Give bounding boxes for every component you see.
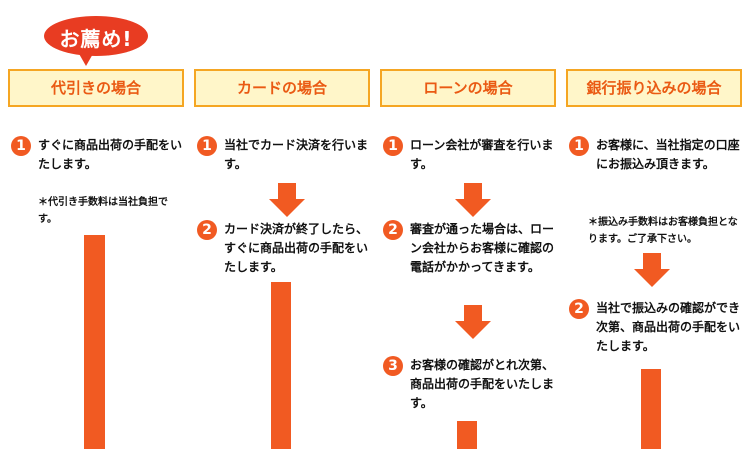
bank-fee-note: ＊振込み手数料はお客様負担となります。ご了承下さい。	[588, 217, 738, 245]
badge-label: お薦め!	[59, 27, 133, 51]
step-text: カード決済が終了したら、すぐに商品出荷の手配をいたします。	[224, 222, 369, 274]
column-cod: 代引きの場合 1 すぐに商品出荷の手配をいたします。 ＊代引き手数料は当社負担で…	[8, 69, 184, 449]
flow-arrow-down-icon	[455, 183, 491, 219]
step-number-2: 2	[197, 220, 217, 240]
column-header-loan: ローンの場合	[380, 69, 556, 107]
column-header-bank: 銀行振り込みの場合	[566, 69, 742, 107]
step-number-2: 2	[569, 299, 589, 319]
badge-tail	[78, 52, 94, 66]
step-number-3: 3	[383, 356, 403, 376]
step-text: すぐに商品出荷の手配をいたします。	[38, 138, 183, 171]
step-number-1: 1	[11, 136, 31, 156]
step-number-2: 2	[383, 220, 403, 240]
step-text: ローン会社が審査を行います。	[410, 138, 554, 171]
step-number-1: 1	[197, 136, 217, 156]
step-number-1: 1	[383, 136, 403, 156]
flow-arrow-down-icon	[455, 305, 491, 341]
step-text: 当社で振込みの確認ができ次第、商品出荷の手配をいたします。	[596, 301, 741, 353]
recommended-badge: お薦め!	[44, 16, 148, 66]
column-card: カードの場合 1 当社でカード決済を行います。 2 カード決済が終了したら、すぐ…	[194, 69, 370, 449]
step-text: お客様に、当社指定の口座にお振込み頂きます。	[596, 138, 740, 171]
badge-bubble	[44, 16, 148, 56]
column-loan: ローンの場合 1 ローン会社が審査を行います。 2 審査が通った場合は、ローン会…	[380, 69, 556, 449]
flow-arrow-down-icon	[269, 183, 305, 219]
step-text: お客様の確認がとれ次第、商品出荷の手配をいたします。	[410, 358, 555, 410]
step-number-1: 1	[569, 136, 589, 156]
step-text: 審査が通った場合は、ローン会社からお客様に確認の電話がかかってきます。	[410, 222, 555, 274]
column-bank-transfer: 銀行振り込みの場合 1 お客様に、当社指定の口座にお振込み頂きます。 ＊振込み手…	[566, 69, 742, 449]
flow-bar	[457, 421, 477, 449]
flow-bar	[641, 369, 661, 449]
step-text: 当社でカード決済を行います。	[224, 138, 369, 171]
flow-bar	[84, 235, 105, 449]
flow-arrow-down-icon	[634, 253, 670, 289]
column-header-card: カードの場合	[194, 69, 370, 107]
cod-fee-note: ＊代引き手数料は当社負担です。	[38, 197, 168, 225]
flow-bar	[271, 282, 291, 449]
column-header-cod: 代引きの場合	[8, 69, 184, 107]
